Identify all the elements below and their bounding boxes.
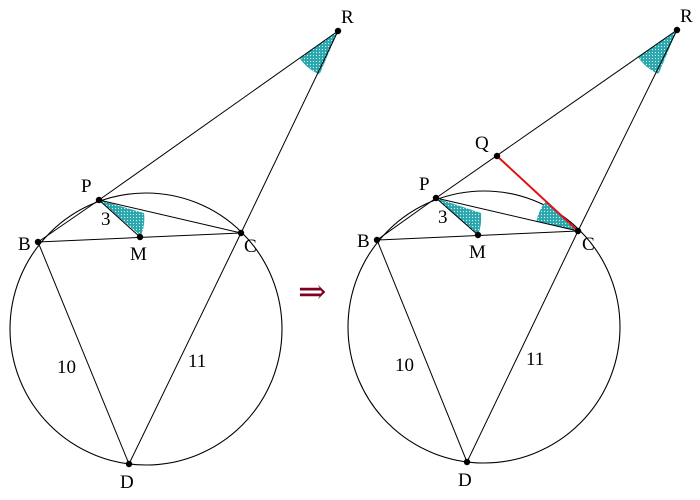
left-segment-pb bbox=[37, 199, 100, 243]
right-segment-pb bbox=[376, 197, 437, 241]
right-circle bbox=[347, 190, 621, 464]
left-segment-pm bbox=[98, 199, 141, 238]
right-angle-mark-p bbox=[436, 198, 482, 235]
right-label-q: Q bbox=[475, 133, 489, 154]
left-point-r bbox=[334, 27, 342, 35]
right-length-cd: 11 bbox=[526, 349, 544, 370]
left-figure: R P B M C D 3 10 11 bbox=[9, 7, 354, 493]
right-point-b bbox=[373, 236, 381, 244]
right-segment-pm bbox=[435, 197, 479, 236]
right-figure: R Q P B M C D 3 10 11 bbox=[347, 6, 693, 491]
right-point-p bbox=[432, 194, 440, 202]
right-point-r bbox=[673, 26, 681, 34]
right-label-r: R bbox=[680, 6, 693, 27]
left-point-p bbox=[95, 196, 103, 204]
right-segment-cd bbox=[466, 230, 579, 463]
left-segment-rc bbox=[240, 30, 339, 234]
right-point-c bbox=[574, 227, 582, 235]
right-label-b: B bbox=[357, 231, 370, 252]
left-label-d: D bbox=[120, 472, 134, 493]
right-angle-mark-r bbox=[638, 30, 677, 74]
right-length-bd: 10 bbox=[395, 355, 414, 376]
left-point-c bbox=[237, 229, 245, 237]
right-point-m bbox=[474, 231, 482, 239]
right-label-p: P bbox=[419, 174, 430, 195]
left-segment-pc bbox=[98, 199, 242, 234]
right-length-pm: 3 bbox=[438, 207, 448, 228]
left-label-b: B bbox=[18, 234, 31, 255]
left-circle bbox=[9, 192, 283, 466]
left-length-cd: 11 bbox=[188, 351, 206, 372]
right-segment-pc bbox=[435, 197, 579, 232]
left-label-c: C bbox=[244, 236, 257, 257]
right-point-q bbox=[493, 152, 501, 160]
left-angle-mark-p bbox=[99, 200, 145, 236]
left-point-d bbox=[125, 460, 133, 468]
right-segment-bd bbox=[376, 239, 468, 463]
left-label-m: M bbox=[130, 244, 147, 265]
left-label-p: P bbox=[81, 176, 92, 197]
left-point-m bbox=[136, 233, 144, 241]
right-segment-pr bbox=[435, 29, 678, 199]
right-label-c: C bbox=[582, 234, 595, 255]
left-point-b bbox=[34, 238, 42, 246]
left-segment-cd bbox=[128, 232, 242, 465]
left-length-bd: 10 bbox=[57, 357, 76, 378]
right-segment-rc bbox=[577, 29, 678, 232]
right-segment-qc bbox=[496, 155, 579, 232]
implies-arrow: ⇒ bbox=[298, 274, 327, 311]
left-label-r: R bbox=[341, 7, 354, 28]
right-label-d: D bbox=[458, 470, 472, 491]
left-segment-bd bbox=[37, 241, 130, 465]
right-label-m: M bbox=[469, 242, 486, 263]
right-point-d bbox=[463, 458, 471, 466]
left-angle-mark-r bbox=[299, 31, 338, 75]
left-segment-pr bbox=[98, 30, 339, 201]
left-length-pm: 3 bbox=[101, 209, 111, 230]
